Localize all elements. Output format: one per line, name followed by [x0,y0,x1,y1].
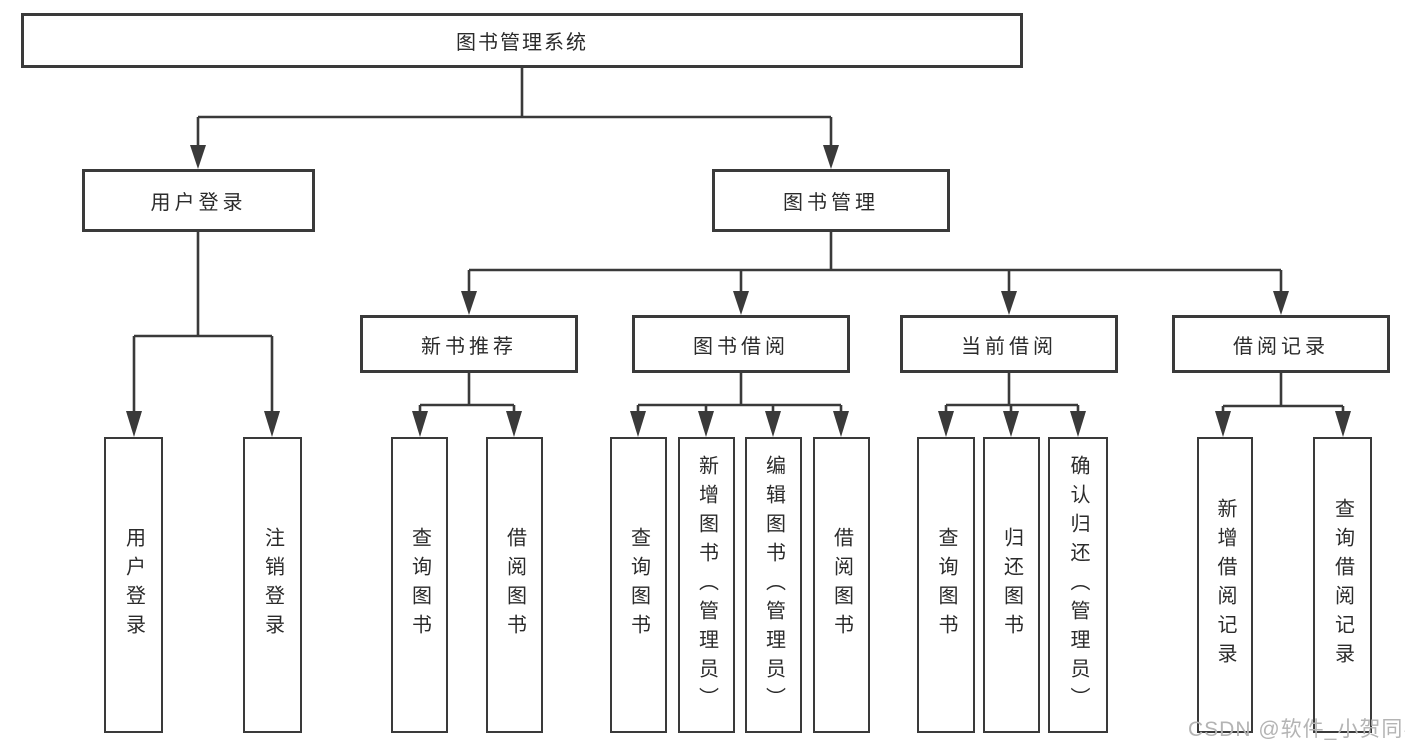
leaf-records-query-borrow-record: 查询借阅记录 [1313,437,1372,733]
arrowhead [630,411,646,437]
leaf-borrow-query-book: 查询图书 [610,437,667,733]
connector-borrow-to-leaves [636,373,843,416]
arrowhead [1001,291,1017,315]
node-label: 图书借阅 [693,335,789,358]
arrowhead [698,411,714,437]
leaf-logout-login: 注销登录 [243,437,302,733]
leaf-recommend-borrow-book: 借阅图书 [486,437,543,733]
node-book-management: 图书管理 [712,169,950,232]
node-label: 用户登录 [122,527,145,643]
connector-records-to-leaves [1221,373,1345,416]
node-label: 查询图书 [935,527,957,643]
node-label: 图书管理系统 [456,32,588,54]
arrowhead [833,411,849,437]
connector-recommend-to-leaves [418,373,516,416]
node-label: 当前借阅 [961,335,1057,358]
node-label: 图书管理 [783,192,879,214]
arrowhead [190,145,206,169]
connector-current-to-leaves [944,373,1080,416]
arrowhead [506,411,522,437]
node-label: 新书推荐 [421,335,517,358]
node-borrow-records: 借阅记录 [1172,315,1390,373]
leaf-current-confirm-return-admin: 确认归还（管理员） [1048,437,1108,733]
node-label: 查询图书 [408,527,431,643]
arrowhead [823,145,839,169]
node-user-login: 用户登录 [82,169,315,232]
arrowhead [1215,411,1231,437]
leaf-recommend-query-book: 查询图书 [391,437,448,733]
node-label: 新增图书（管理员） [695,454,718,716]
node-library-management-system: 图书管理系统 [21,13,1023,68]
arrowhead [765,411,781,437]
arrowhead [1335,411,1351,437]
node-label: 注销登录 [261,527,284,643]
leaf-user-login: 用户登录 [104,437,163,733]
node-new-book-recommend: 新书推荐 [360,315,578,373]
arrowhead [412,411,428,437]
leaf-borrow-add-book-admin: 新增图书（管理员） [678,437,735,733]
node-label: 确认归还（管理员） [1067,454,1089,716]
arrowhead [1273,291,1289,315]
arrowhead [264,411,280,437]
node-label: 借阅记录 [1233,335,1329,358]
connector-root-to-level2 [196,68,833,150]
arrowhead [461,291,477,315]
node-label: 新增借阅记录 [1214,498,1236,672]
node-label: 用户登录 [150,192,247,214]
watermark: CSDN @软件_小贺同学 [1188,718,1405,741]
leaf-borrow-borrow-book: 借阅图书 [813,437,870,733]
arrowhead [1070,411,1086,437]
arrowhead [1003,411,1019,437]
node-label: 查询借阅记录 [1331,498,1354,672]
leaf-current-return-book: 归还图书 [983,437,1040,733]
connector-bookmgmt-to-level3 [467,232,1283,296]
arrowhead [938,411,954,437]
arrowhead [733,291,749,315]
node-book-borrow: 图书借阅 [632,315,850,373]
leaf-borrow-edit-book-admin: 编辑图书（管理员） [745,437,802,733]
arrowhead [126,411,142,437]
node-label: 借阅图书 [830,527,853,643]
node-label: 借阅图书 [503,527,526,643]
node-label: 查询图书 [627,527,650,643]
node-label: 归还图书 [1000,527,1023,643]
node-current-borrow: 当前借阅 [900,315,1118,373]
connector-userlogin-to-leaves [132,232,274,416]
node-label: 编辑图书（管理员） [762,454,785,716]
leaf-current-query-book: 查询图书 [917,437,975,733]
leaf-records-add-borrow-record: 新增借阅记录 [1197,437,1253,733]
